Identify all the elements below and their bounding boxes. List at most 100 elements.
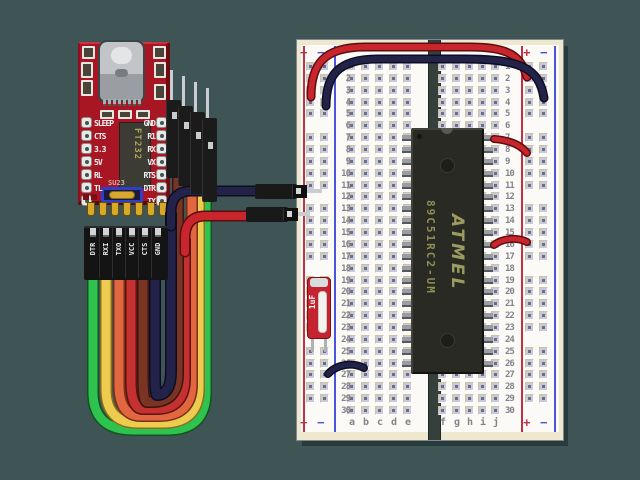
breadboard-hole-center — [542, 254, 545, 258]
breadboard-hole-center — [309, 136, 312, 140]
breadboard-hole-center — [309, 373, 312, 377]
breadboard-hole-center — [350, 266, 353, 270]
breadboard-hole — [525, 382, 534, 392]
breadboard-hole — [525, 322, 534, 332]
mcu-pin — [484, 301, 493, 308]
breadboard-hole — [389, 156, 398, 166]
breadboard-hole-center — [364, 124, 367, 128]
breadboard-hole — [361, 263, 370, 273]
breadboard-hole — [389, 405, 398, 415]
breadboard-hole-center — [378, 349, 381, 353]
row-number: 11 — [341, 180, 351, 191]
adapter-pad-hole — [160, 121, 164, 125]
breadboard-hole-center — [494, 278, 497, 282]
jumper-pin — [206, 88, 209, 120]
mcu-pin — [484, 313, 493, 320]
red-jumper-pin — [297, 212, 310, 216]
breadboard-hole-center — [455, 408, 458, 412]
breadboard-hole-center — [528, 254, 531, 258]
breadboard-hole-center — [350, 397, 353, 401]
breadboard-hole-center — [392, 266, 395, 270]
breadboard-hole — [347, 394, 356, 404]
breadboard-hole-center — [309, 148, 312, 152]
breadboard-hole — [347, 311, 356, 321]
breadboard-hole — [389, 192, 398, 202]
breadboard-hole — [361, 251, 370, 261]
breadboard-hole-center — [542, 112, 545, 116]
row-number: 14 — [505, 216, 515, 227]
breadboard-hole — [361, 405, 370, 415]
mcu-pin — [402, 194, 411, 201]
breadboard-hole — [361, 216, 370, 226]
breadboard-hole — [375, 251, 384, 261]
breadboard-hole-center — [455, 373, 458, 377]
breadboard-hole-center — [542, 349, 545, 353]
rail-minus-mark: − — [317, 415, 325, 430]
breadboard-hole — [306, 228, 315, 238]
row-number: 23 — [505, 322, 515, 333]
breadboard-hole-center — [392, 124, 395, 128]
breadboard-hole-center — [494, 397, 497, 401]
breadboard-hole — [320, 382, 329, 392]
breadboard-hole-center — [309, 242, 312, 246]
breadboard-hole-center — [350, 325, 353, 329]
breadboard-hole — [478, 405, 487, 415]
breadboard-hole-center — [441, 397, 444, 401]
breadboard-hole — [491, 382, 500, 392]
breadboard-hole-center — [323, 159, 326, 163]
smd-component — [81, 62, 93, 78]
breadboard-hole-center — [494, 302, 497, 306]
breadboard-hole-center — [392, 231, 395, 235]
breadboard-hole — [347, 346, 356, 356]
breadboard-hole — [375, 121, 384, 131]
breadboard-hole-center — [542, 373, 545, 377]
breadboard-hole-center — [528, 171, 531, 175]
breadboard-hole-center — [392, 159, 395, 163]
row-number: 15 — [505, 228, 515, 239]
jumper-pin — [194, 82, 197, 114]
usb-pin-tooth — [108, 99, 111, 106]
breadboard-hole — [306, 145, 315, 155]
breadboard-hole-center — [468, 385, 471, 389]
breadboard-hole — [389, 133, 398, 143]
jumper-housing-slot — [208, 142, 213, 149]
breadboard-hole-center — [364, 195, 367, 199]
breadboard-hole-center — [350, 290, 353, 294]
adapter-pin-label: R1 — [147, 132, 156, 141]
breadboard-hole-center — [542, 314, 545, 318]
rail-minus-mark: − — [540, 415, 548, 430]
breadboard-hole — [389, 145, 398, 155]
breadboard-hole — [306, 394, 315, 404]
breadboard-hole — [375, 405, 384, 415]
breadboard-hole-center — [406, 397, 409, 401]
breadboard-hole — [539, 145, 548, 155]
breadboard-hole — [375, 168, 384, 178]
breadboard-hole — [389, 394, 398, 404]
breadboard-hole — [306, 251, 315, 261]
breadboard-hole-center — [323, 254, 326, 258]
breadboard-hole — [320, 204, 329, 214]
usb-pin-tooth — [128, 99, 131, 106]
breadboard-hole — [375, 228, 384, 238]
row-number: 27 — [505, 370, 515, 381]
breadboard-hole — [525, 311, 534, 321]
mcu-pin — [484, 147, 493, 154]
breadboard-hole-center — [364, 231, 367, 235]
breadboard-hole — [491, 370, 500, 380]
smd-component — [100, 110, 114, 119]
mcu-pin — [402, 336, 411, 343]
row-number: 14 — [341, 216, 351, 227]
breadboard-hole-center — [350, 195, 353, 199]
breadboard-hole-center — [455, 124, 458, 128]
row-number: 20 — [341, 287, 351, 298]
mcu-pin — [402, 158, 411, 165]
breadboard-hole — [347, 322, 356, 332]
breadboard-hole-center — [378, 124, 381, 128]
breadboard-hole — [347, 192, 356, 202]
mcu-pin — [402, 147, 411, 154]
mcu-pin — [484, 336, 493, 343]
breadboard-hole-center — [309, 159, 312, 163]
breadboard-hole — [539, 251, 548, 261]
breadboard-hole — [361, 275, 370, 285]
row-number: 24 — [341, 334, 351, 345]
